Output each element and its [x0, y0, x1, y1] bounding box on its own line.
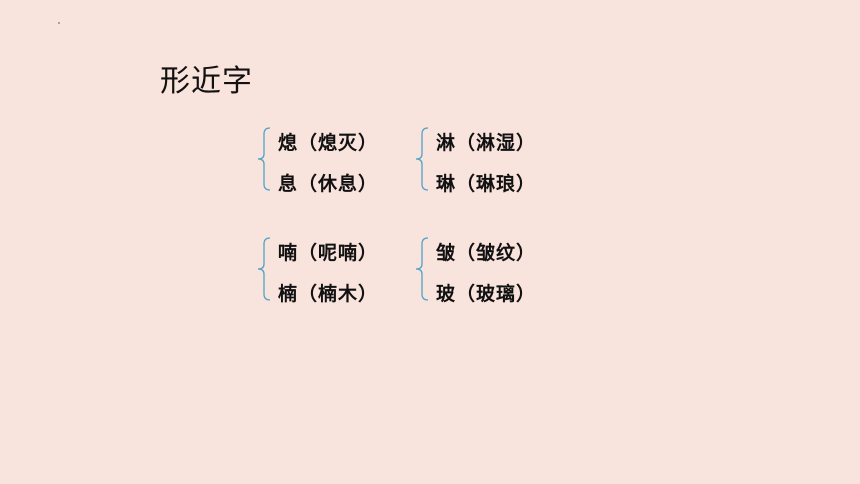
char-pair: 喃（呢喃） [278, 242, 379, 264]
char-pair: 楠（楠木） [278, 283, 379, 305]
char-pair: 淋（淋湿） [436, 132, 537, 154]
char-group-4: 皱（皱纹） 玻（玻璃） [414, 236, 564, 316]
char-pair: 熄（熄灭） [278, 132, 379, 154]
brace-icon [415, 237, 429, 301]
char-group-3: 喃（呢喃） 楠（楠木） [256, 236, 406, 316]
char-pair: 玻（玻璃） [436, 283, 537, 305]
brace-icon [257, 237, 271, 301]
char-pair: 琳（琳琅） [436, 173, 537, 195]
page-title: 形近字 [160, 64, 253, 99]
char-pair: 皱（皱纹） [436, 242, 537, 264]
char-group-1: 熄（熄灭） 息（休息） [256, 126, 406, 206]
corner-dot [58, 22, 60, 24]
brace-icon [257, 127, 271, 191]
char-group-2: 淋（淋湿） 琳（琳琅） [414, 126, 564, 206]
char-pair: 息（休息） [278, 173, 379, 195]
brace-icon [415, 127, 429, 191]
